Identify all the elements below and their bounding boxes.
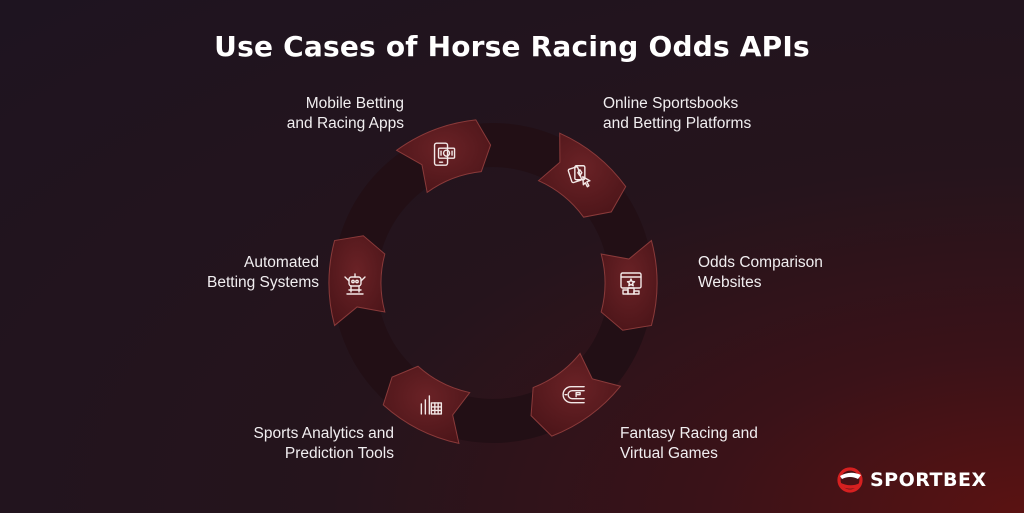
- logo-text: SPORTBEX: [870, 469, 987, 491]
- analytics-chart-icon: [420, 395, 443, 415]
- web-ranking-icon: [620, 272, 642, 295]
- race-track-icon: [562, 385, 585, 404]
- segment-sports-analytics: [382, 365, 471, 445]
- mobile-money-icon: [433, 142, 456, 166]
- segment-mobile-betting: [395, 119, 492, 194]
- ring-icons: [344, 142, 642, 415]
- page-title: Use Cases of Horse Racing Odds APIs: [214, 30, 810, 63]
- ring-segments: [328, 119, 658, 445]
- sportbex-logo: SPORTBEX: [836, 465, 987, 495]
- sportbex-logo-icon: [837, 467, 863, 493]
- robot-icon: [344, 273, 366, 295]
- segment-online-sportsbooks: [537, 132, 627, 218]
- playing-cards-icon: [567, 165, 591, 188]
